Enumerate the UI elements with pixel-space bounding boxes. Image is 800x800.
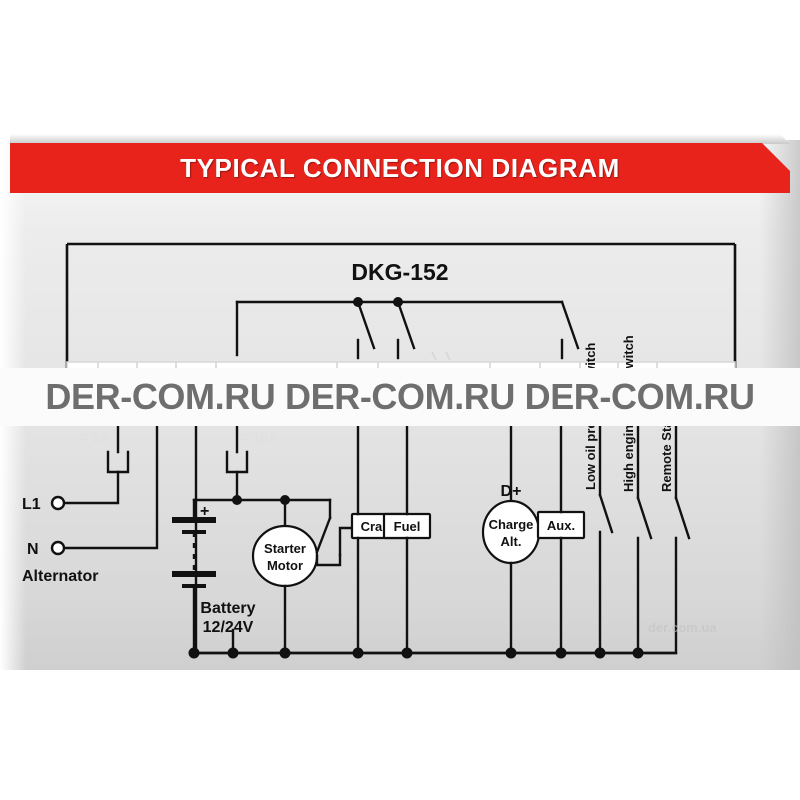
n-terminal-circle (50, 540, 66, 556)
page-title: TYPICAL CONNECTION DIAGRAM (180, 152, 620, 183)
watermark-band: DER-COM.RU DER-COM.RU DER-COM.RU (0, 368, 800, 426)
ghost-arrow-marks (431, 351, 451, 361)
battery-label-line1: Battery (200, 600, 255, 617)
remote-start-blade (674, 496, 691, 540)
aux-output-label: Aux. (547, 518, 575, 533)
node-fuse10a-batt (232, 495, 242, 505)
high-temp-switch-blade (636, 496, 653, 540)
l1-terminal-circle (50, 495, 66, 511)
wire-l1-to-fuse2a (60, 470, 120, 505)
low-oil-switch-blade (598, 493, 614, 534)
solenoid-blade (315, 516, 332, 554)
fuel-relay-label: Fuel (394, 519, 421, 534)
starter-motor-line1: Starter (264, 541, 306, 556)
battery-plus-sign: + (200, 503, 209, 520)
title-banner: TYPICAL CONNECTION DIAGRAM (10, 143, 790, 193)
device-model-label: DKG-152 (351, 259, 448, 285)
watermark-text: DER-COM.RU DER-COM.RU DER-COM.RU (45, 376, 755, 417)
starter-motor-symbol (251, 524, 319, 588)
n-label: N (27, 541, 39, 558)
fuse-10a-label: F 10A (240, 430, 278, 446)
corner-watermark: der.com.ua (648, 620, 717, 635)
fuse-10a-symbol (225, 408, 249, 474)
battery-symbol (172, 498, 216, 655)
charge-alt-line2: Alt. (501, 534, 522, 549)
remote-start-label: Remote Start (659, 410, 674, 492)
charge-alternator-symbol (481, 499, 541, 565)
fuse-2a-label: F 2A (80, 430, 110, 446)
banner-fill (10, 143, 790, 193)
battery-label-line2: 12/24V (203, 619, 254, 636)
wire-solenoid-to-crank (338, 526, 354, 557)
relay-blade-2 (356, 300, 376, 350)
relay-blade-1 (396, 300, 416, 350)
relay-blade-3 (560, 300, 580, 350)
starter-motor-line2: Motor (267, 558, 303, 573)
charge-alt-line1: Charge (489, 517, 534, 532)
banner-bevel (10, 134, 790, 144)
alternator-label: Alternator (22, 568, 98, 585)
fuse-2a-symbol (106, 408, 130, 474)
dkg-controller-outline (65, 242, 737, 377)
solenoid-return (315, 553, 342, 567)
l1-label: L1 (22, 496, 41, 513)
wire-n-to-terminal-11 (60, 408, 159, 550)
